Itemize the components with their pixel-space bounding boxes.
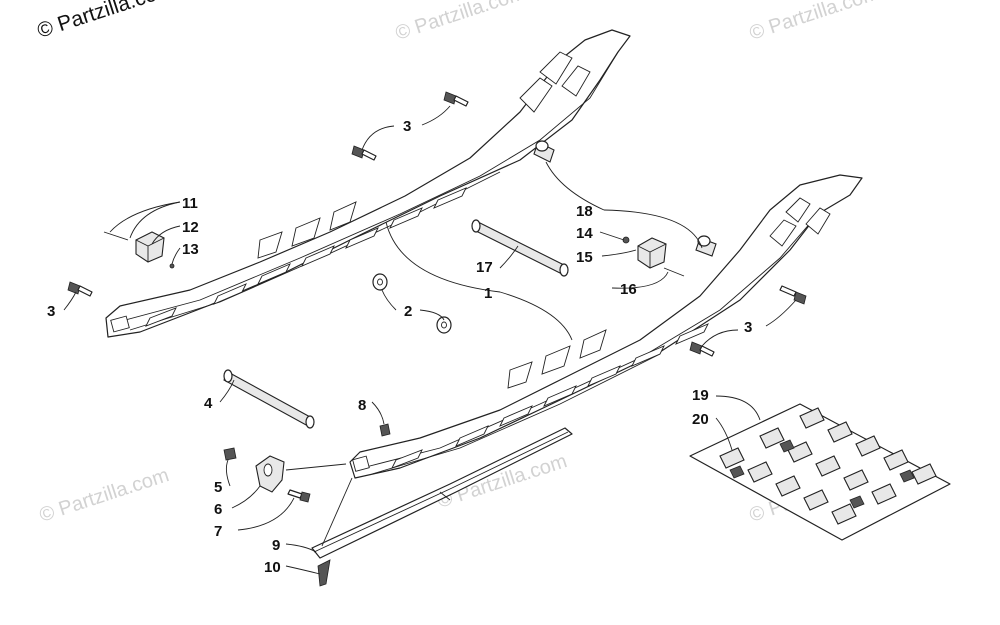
callout-13: 13 [182, 241, 199, 258]
callout-7: 7 [214, 523, 222, 540]
bushing [695, 235, 717, 257]
callout-11: 11 [182, 195, 198, 212]
callout-12: 12 [182, 219, 199, 236]
callout-18: 18 [576, 203, 593, 220]
rail-left [105, 29, 631, 338]
callout-8: 8 [358, 397, 366, 414]
callout-16: 16 [620, 281, 637, 298]
bolt [779, 285, 807, 305]
watermark-top-right: © Partzilla.com [747, 0, 882, 45]
watermark-top-center: © Partzilla.com [393, 0, 528, 45]
rail-right [349, 174, 863, 479]
cross-tube [471, 219, 569, 277]
callout-3: 3 [744, 319, 752, 336]
pin [663, 267, 685, 277]
callout-19: 19 [692, 387, 709, 404]
screw [317, 559, 331, 587]
screw [379, 423, 391, 437]
bolt [443, 91, 469, 107]
callout-9: 9 [272, 537, 280, 554]
callout-2: 2 [404, 303, 412, 320]
callout-15: 15 [576, 249, 593, 266]
callout-14: 14 [576, 225, 593, 242]
bolt [67, 281, 93, 297]
pin [103, 231, 129, 241]
bolt [689, 341, 715, 357]
leader-lines [63, 105, 797, 575]
callout-6: 6 [214, 501, 222, 518]
bolt [351, 145, 377, 161]
bushing [533, 140, 555, 163]
callout-3: 3 [403, 118, 411, 135]
nut [223, 447, 237, 461]
callout-3: 3 [47, 303, 55, 320]
callout-5: 5 [214, 479, 222, 496]
bolt [287, 489, 311, 503]
wear-bar [311, 427, 573, 559]
callout-20: 20 [692, 411, 709, 428]
callout-17: 17 [476, 259, 493, 276]
cross-shaft [223, 369, 315, 429]
watermark-top-left: © Partzilla.com [34, 0, 176, 43]
wheel-bracket [255, 455, 285, 493]
callout-10: 10 [264, 559, 281, 576]
nut [169, 263, 175, 269]
callout-1: 1 [484, 285, 492, 302]
slide-block [135, 231, 165, 263]
track-clip-assembly [689, 403, 951, 541]
callout-4: 4 [204, 395, 213, 412]
slide-block [637, 237, 667, 269]
watermark-bottom-left: © Partzilla.com [37, 464, 172, 527]
